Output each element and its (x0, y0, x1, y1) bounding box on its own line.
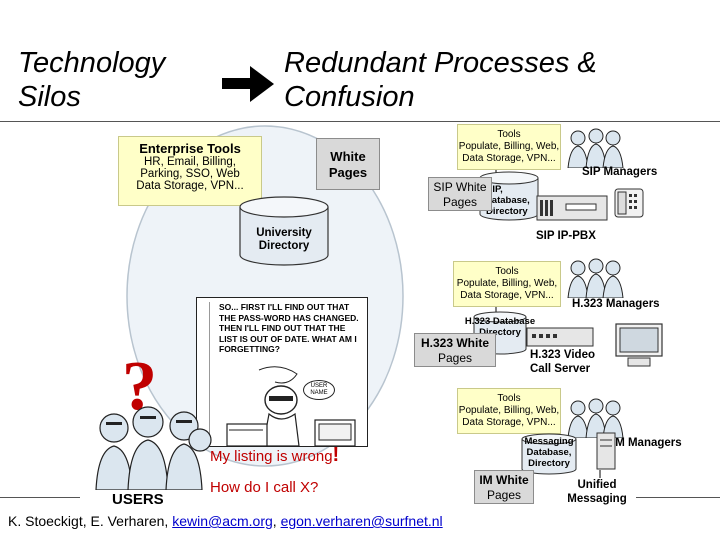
im-tools-box: Tools Populate, Billing, Web, Data Stora… (457, 388, 561, 434)
sip-database-line2: database, (486, 195, 530, 206)
sip-database-cylinder-icon (479, 171, 539, 221)
footer-email-kewin-link[interactable]: kewin@acm.org (172, 513, 273, 529)
enterprise-tools-line2: Parking, SSO, Web (140, 168, 240, 180)
title-divider (0, 121, 720, 122)
enterprise-tools-box: Enterprise Tools HR, Email, Billing, Par… (118, 136, 262, 206)
enterprise-tools-line1: HR, Email, Billing, (143, 156, 237, 168)
sip-database-line3: Directory (486, 206, 528, 217)
sip-pbx-label: SIP IP-PBX (536, 230, 596, 242)
enterprise-tools-title: Enterprise Tools (139, 141, 241, 156)
im-tools-line2: Populate, Billing, Web, (458, 405, 560, 416)
h323-white-pages-box: H.323 White Pages (414, 333, 496, 367)
unified-messaging-label: Unified Messaging (560, 478, 634, 506)
university-directory-line2: Directory (258, 240, 310, 252)
h323-tools-line3: Data Storage, VPN... (460, 290, 554, 301)
title-left-line2: Silos (18, 81, 81, 113)
university-directory-line1: University (256, 227, 312, 239)
h323-managers-icon (567, 258, 624, 298)
sip-tools-line3: Data Storage, VPN... (462, 153, 556, 164)
im-database-label: Messaging Database, Directory (522, 436, 576, 469)
im-tools-line3: Data Storage, VPN... (462, 417, 556, 428)
sip-phone-icon (614, 188, 644, 218)
im-database-cylinder-icon (521, 433, 577, 475)
h323-server-label: H.323 Video Call Server (530, 348, 595, 376)
h323-server-line1: H.323 Video (530, 349, 595, 361)
arrow-right-icon (222, 66, 274, 102)
unified-messaging-line2: Messaging (567, 493, 627, 505)
cartoon-copyright-strip (199, 302, 210, 438)
sip-white-pages-line1: SIP White (433, 180, 487, 194)
h323-tools-title: Tools (495, 266, 519, 277)
im-database-line3: Directory (528, 458, 570, 469)
university-directory-label: University Directory (238, 227, 330, 253)
sip-white-pages-box: SIP White Pages (428, 177, 492, 211)
footer-credits: K. Stoeckigt, E. Verharen, kewin@acm.org… (8, 513, 443, 529)
footer-authors: K. Stoeckigt, E. Verharen, (8, 513, 169, 529)
im-white-pages-line2: Pages (486, 488, 522, 502)
h323-server-device-icon (526, 327, 594, 347)
title-right: Redundant Processes & Confusion (284, 46, 597, 114)
users-group-icon (95, 406, 212, 490)
cartoon-badge-label: USER NAME (303, 380, 335, 400)
sip-managers-icon (567, 128, 624, 168)
white-pages-line1: White (330, 149, 366, 164)
footer-divider-left (0, 497, 80, 498)
complaint-listing: My listing is wrong! (210, 444, 339, 467)
im-white-pages-line1: IM White (479, 473, 529, 487)
unified-messaging-line1: Unified (577, 479, 617, 491)
sip-database-label: SIP, database, Directory (486, 184, 530, 217)
im-server-icon (596, 432, 616, 470)
h323-tools-line2: Populate, Billing, Web, (456, 278, 558, 289)
h323-tools-box: Tools Populate, Billing, Web, Data Stora… (453, 261, 561, 307)
white-pages-line2: Pages (328, 165, 368, 180)
title-left: Technology Silos (18, 46, 165, 114)
title-left-line1: Technology (18, 47, 166, 79)
white-pages-box: White Pages (316, 138, 380, 190)
sip-pbx-device-icon (536, 195, 608, 221)
enterprise-tools-line3: Data Storage, VPN... (136, 180, 244, 192)
sip-managers-label: SIP Managers (582, 166, 658, 178)
im-tools-title: Tools (497, 393, 521, 404)
h323-database-label: H.323 Database Directory (462, 316, 538, 338)
h323-database-line2: Directory (479, 327, 521, 338)
sip-white-pages-line2: Pages (442, 195, 478, 209)
im-white-pages-box: IM White Pages (474, 470, 534, 504)
h323-white-pages-line1: H.323 White (420, 336, 489, 350)
complaint-call: How do I call X? (210, 479, 319, 496)
database-cylinder-icon (239, 196, 329, 266)
sip-tools-title: Tools (497, 129, 521, 140)
h323-database-line1: H.323 Database (464, 316, 536, 327)
cartoon-speech-text: SO... FIRST I'LL FIND OUT THAT THE PASS-… (219, 302, 359, 354)
title-right-line1: Redundant Processes & (284, 47, 597, 79)
footer-separator: , (272, 513, 277, 529)
complaint-listing-mark: ! (332, 444, 340, 466)
im-database-line1: Messaging (524, 436, 574, 447)
cartoon-figure-icon (226, 366, 356, 446)
im-managers-label: IM Managers (612, 437, 682, 449)
h323-monitor-icon (615, 323, 663, 367)
h323-white-pages-line2: Pages (437, 351, 473, 365)
cartoon-panel: SO... FIRST I'LL FIND OUT THAT THE PASS-… (196, 297, 368, 447)
sip-tools-box: Tools Populate, Billing, Web, Data Stora… (457, 124, 561, 170)
title-right-line2: Confusion (284, 81, 415, 113)
h323-server-line2: Call Server (530, 363, 591, 375)
users-label: USERS (112, 491, 164, 508)
im-managers-icon (567, 398, 624, 438)
footer-divider-right (636, 497, 720, 498)
complaint-listing-text: My listing is wrong (210, 448, 333, 465)
h323-managers-label: H.323 Managers (572, 298, 660, 310)
sip-database-line1: SIP, (486, 184, 503, 195)
footer-email-egon-link[interactable]: egon.verharen@surfnet.nl (280, 513, 443, 529)
im-database-line2: Database, (526, 447, 572, 458)
sip-tools-line2: Populate, Billing, Web, (458, 141, 560, 152)
